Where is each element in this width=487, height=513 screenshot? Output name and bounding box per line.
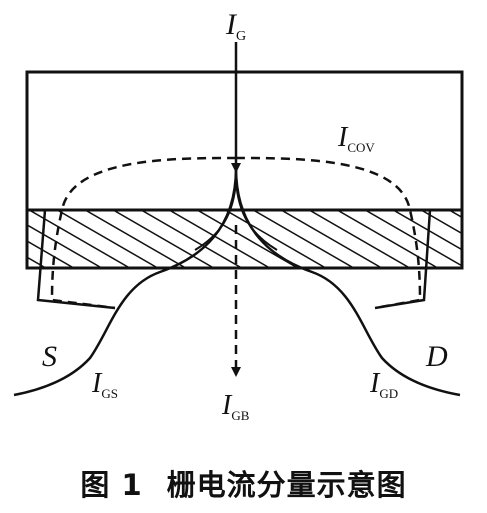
icov-dashed-loop-left (50, 156, 237, 310)
source-label: S (42, 340, 57, 373)
figure-caption: 图 1 栅电流分量示意图 (0, 462, 487, 504)
igs-inner-curve (194, 179, 237, 251)
igd-label: IGD (369, 368, 398, 401)
caption-text: 栅电流分量示意图 (166, 468, 407, 502)
oxide-layer (25, 208, 464, 270)
ig-label: IG (225, 8, 246, 44)
igb-label: IGB (221, 390, 250, 423)
source-junction-line (36, 209, 116, 310)
icov-label: ICOV (337, 122, 375, 155)
icov-dashed-loop (235, 156, 422, 310)
drain-junction-line (374, 209, 432, 310)
drain-label: D (425, 340, 448, 373)
gate-current-diagram: IG ICOV S D IGS IGD IGB (13, 8, 464, 423)
igs-label: IGS (91, 368, 118, 401)
caption-number: 图 1 (80, 468, 143, 502)
igd-inner-curve (235, 179, 278, 251)
